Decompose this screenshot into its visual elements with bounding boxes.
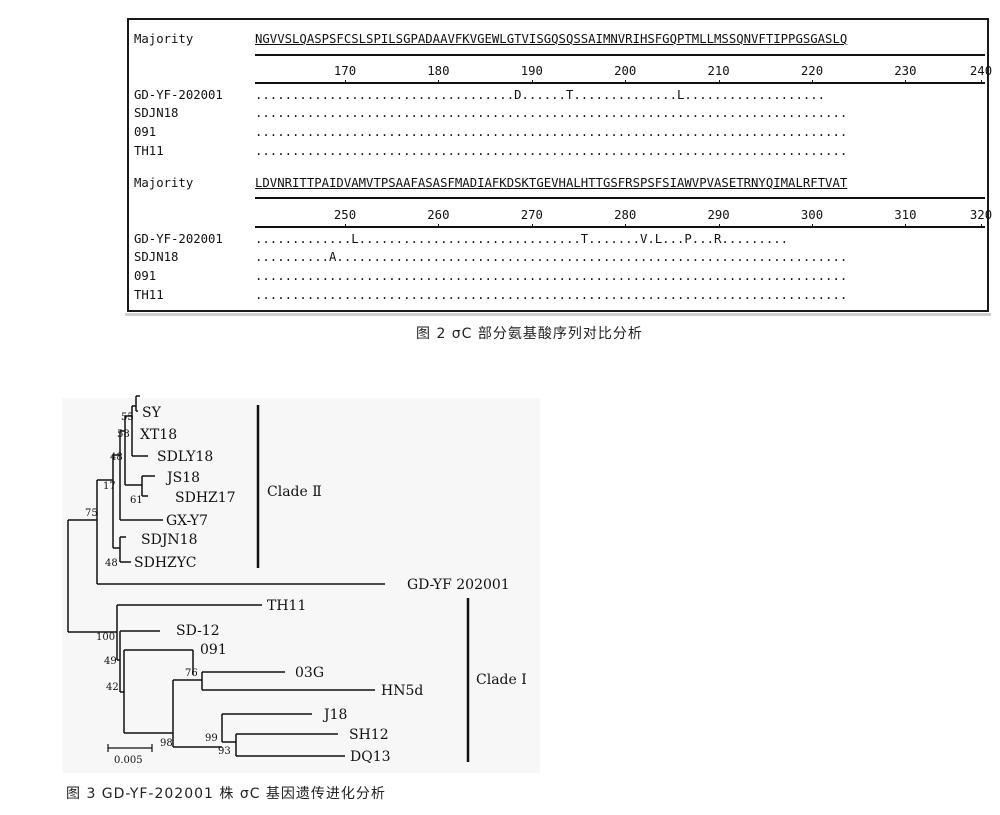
scale-bar bbox=[107, 744, 153, 752]
leaf-label: J18 bbox=[322, 707, 347, 723]
leaf-label: 091 bbox=[200, 642, 227, 658]
ruler-tick-label: 230 bbox=[894, 64, 917, 78]
ruler-tick-mark bbox=[531, 80, 533, 84]
bootstrap-value: 49 bbox=[104, 656, 117, 667]
sequence-label: SDJN18 bbox=[134, 106, 179, 120]
ruler-tick-label: 180 bbox=[427, 64, 450, 78]
ruler-tick-label: 320 bbox=[969, 208, 993, 222]
bootstrap-value: 61 bbox=[130, 495, 143, 506]
sequence-label: SDJN18 bbox=[134, 250, 179, 264]
clade1-label: Clade Ⅰ bbox=[476, 672, 527, 688]
leaf-label: SDHZ17 bbox=[175, 490, 236, 506]
tree-background bbox=[62, 398, 540, 773]
ruler-tick-label: 280 bbox=[614, 208, 637, 222]
ruler-line bbox=[255, 226, 985, 228]
bootstrap-value: 99 bbox=[205, 733, 218, 744]
majority-sequence: NGVVSLQASPSFCSLSPILSGPADAAVFKVGEWLGTVISG… bbox=[255, 32, 848, 46]
bootstrap-value: 58 bbox=[117, 429, 130, 440]
majority-label: Majority bbox=[134, 176, 194, 190]
ruler-tick-label: 260 bbox=[427, 208, 450, 222]
bootstrap-value: 55 bbox=[121, 412, 134, 423]
ruler-tick-mark bbox=[345, 80, 346, 84]
sequence-label: 091 bbox=[134, 269, 157, 283]
sequence-row: ........................................… bbox=[255, 144, 848, 158]
bootstrap-value: 75 bbox=[85, 508, 98, 519]
bootstrap-value: 42 bbox=[106, 682, 119, 693]
leaf-label: HN5d bbox=[381, 683, 423, 699]
bootstrap-value: 17 bbox=[103, 481, 116, 492]
ruler-line bbox=[255, 54, 985, 56]
ruler-tick-mark bbox=[812, 80, 813, 84]
leaf-label: SDHZYC bbox=[134, 555, 196, 571]
ruler-tick-mark bbox=[438, 80, 440, 84]
bootstrap-value: 76 bbox=[185, 668, 198, 679]
sequence-row: .............L..........................… bbox=[255, 232, 789, 246]
ruler-tick-mark bbox=[625, 80, 627, 84]
leaf-label: GD-YF 202001 bbox=[407, 577, 510, 593]
leaf-label: DQ13 bbox=[350, 749, 391, 765]
sequence-row: ..........A.............................… bbox=[255, 250, 848, 264]
ruler-tick-mark bbox=[812, 224, 813, 228]
ruler-tick-label: 270 bbox=[520, 208, 543, 222]
scale-label: 0.005 bbox=[114, 755, 143, 766]
figure2-caption: 图 2 σC 部分氨基酸序列对比分析 bbox=[416, 326, 643, 342]
sequence-row: ........................................… bbox=[255, 125, 848, 139]
ruler-tick-mark bbox=[531, 224, 533, 228]
ruler-tick-label: 220 bbox=[800, 64, 824, 78]
bootstrap-value: 98 bbox=[160, 738, 173, 749]
leaf-label: SDLY18 bbox=[157, 449, 213, 465]
ruler-tick-label: 310 bbox=[894, 208, 917, 222]
ruler-tick-mark bbox=[718, 80, 720, 84]
leaf-label: TH11 bbox=[267, 598, 306, 614]
sequence-label: TH11 bbox=[134, 144, 164, 158]
sequence-row: ........................................… bbox=[255, 269, 848, 283]
ruler-line bbox=[255, 197, 985, 199]
figure-shadow bbox=[125, 313, 991, 316]
leaf-label: SD-12 bbox=[176, 623, 220, 639]
ruler-tick-label: 240 bbox=[969, 64, 993, 78]
tree-branches bbox=[67, 395, 470, 762]
sequence-row: ........................................… bbox=[255, 106, 848, 120]
leaf-label: SDJN18 bbox=[141, 532, 198, 548]
ruler-tick-mark bbox=[981, 80, 982, 84]
leaf-label: GX-Y7 bbox=[166, 513, 208, 529]
leaf-label: 03G bbox=[295, 665, 324, 681]
ruler-tick-mark bbox=[625, 224, 627, 228]
figure3-caption: 图 3 GD-YF-202001 株 σC 基因遗传进化分析 bbox=[66, 786, 386, 802]
ruler-tick-label: 290 bbox=[707, 208, 730, 222]
ruler-tick-label: 170 bbox=[333, 64, 357, 78]
leaf-label: JS18 bbox=[165, 470, 200, 486]
ruler-tick-mark bbox=[905, 80, 907, 84]
majority-label: Majority bbox=[134, 32, 194, 46]
sequence-row: ...................................D....… bbox=[255, 88, 826, 102]
ruler-tick-label: 210 bbox=[707, 64, 730, 78]
ruler-tick-label: 200 bbox=[614, 64, 637, 78]
sequence-label: GD-YF-202001 bbox=[134, 88, 223, 102]
ruler-tick-label: 300 bbox=[800, 208, 824, 222]
ruler-tick-label: 190 bbox=[520, 64, 543, 78]
ruler-tick-mark bbox=[718, 224, 720, 228]
bootstrap-value: 100 bbox=[96, 632, 115, 643]
ruler-tick-mark bbox=[981, 224, 982, 228]
bootstrap-value: 48 bbox=[105, 558, 118, 569]
majority-sequence: LDVNRITTPAIDVAMVTPSAAFASASFMADIAFKDSKTGE… bbox=[255, 176, 848, 190]
ruler-tick-mark bbox=[438, 224, 440, 228]
sequence-label: TH11 bbox=[134, 288, 164, 302]
sequence-label: 091 bbox=[134, 125, 157, 139]
ruler-tick-mark bbox=[345, 224, 346, 228]
alignment-figure: Majority NGVVSLQASPSFCSLSPILSGPADAAVFKVG… bbox=[125, 18, 992, 316]
bootstrap-value: 48 bbox=[110, 452, 123, 463]
sequence-label: GD-YF-202001 bbox=[134, 232, 223, 246]
leaf-label: SY bbox=[142, 405, 162, 421]
ruler-tick-mark bbox=[905, 224, 907, 228]
bootstrap-value: 93 bbox=[218, 746, 231, 757]
ruler-tick-label: 250 bbox=[333, 208, 357, 222]
leaf-label: SH12 bbox=[349, 727, 389, 743]
sequence-row: ........................................… bbox=[255, 288, 848, 302]
clade2-label: Clade Ⅱ bbox=[267, 484, 322, 500]
ruler-line bbox=[255, 82, 985, 84]
leaf-label: XT18 bbox=[140, 427, 177, 443]
